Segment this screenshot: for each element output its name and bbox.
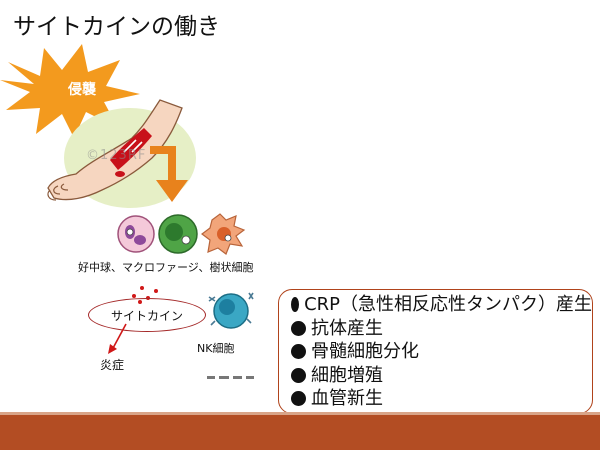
down-arrow-icon	[150, 146, 188, 202]
cytokine-oval: サイトカイン	[88, 298, 206, 332]
red-arrow-icon	[108, 323, 127, 354]
bullet-icon	[291, 320, 306, 336]
dendritic-cell-icon	[201, 213, 246, 255]
inflammation-label: 炎症	[100, 358, 125, 372]
effect-item: 骨髄細胞分化	[291, 340, 592, 364]
effect-item: 細胞増殖	[291, 364, 592, 388]
clipped-text-fragment	[207, 376, 254, 379]
footer-bar	[0, 415, 600, 450]
bullet-icon	[291, 297, 300, 313]
burst-label: 侵襲	[68, 82, 96, 98]
immune-cells-group	[117, 213, 246, 255]
neutrophil-icon	[117, 215, 155, 253]
cell-caption: 好中球、マクロファージ、樹状細胞	[78, 261, 254, 274]
footer-rule	[0, 412, 600, 415]
effects-box: CRP（急性相反応性タンパク）産生 抗体産生 骨髄細胞分化 細胞増殖 血管新生	[278, 289, 593, 414]
cytokine-label: サイトカイン	[110, 308, 183, 323]
bullet-icon	[291, 391, 306, 407]
bullet-icon	[291, 344, 306, 360]
effect-item: 血管新生	[291, 387, 592, 411]
nk-cell-icon	[208, 292, 254, 329]
nk-label: NK細胞	[197, 342, 235, 355]
effect-item: 抗体産生	[291, 317, 592, 341]
slide-title: サイトカインの働き	[13, 14, 220, 40]
macrophage-icon	[158, 214, 198, 254]
effect-item: CRP（急性相反応性タンパク）産生	[291, 293, 592, 317]
bullet-icon	[291, 367, 306, 383]
watermark: ©123RF	[86, 148, 147, 163]
